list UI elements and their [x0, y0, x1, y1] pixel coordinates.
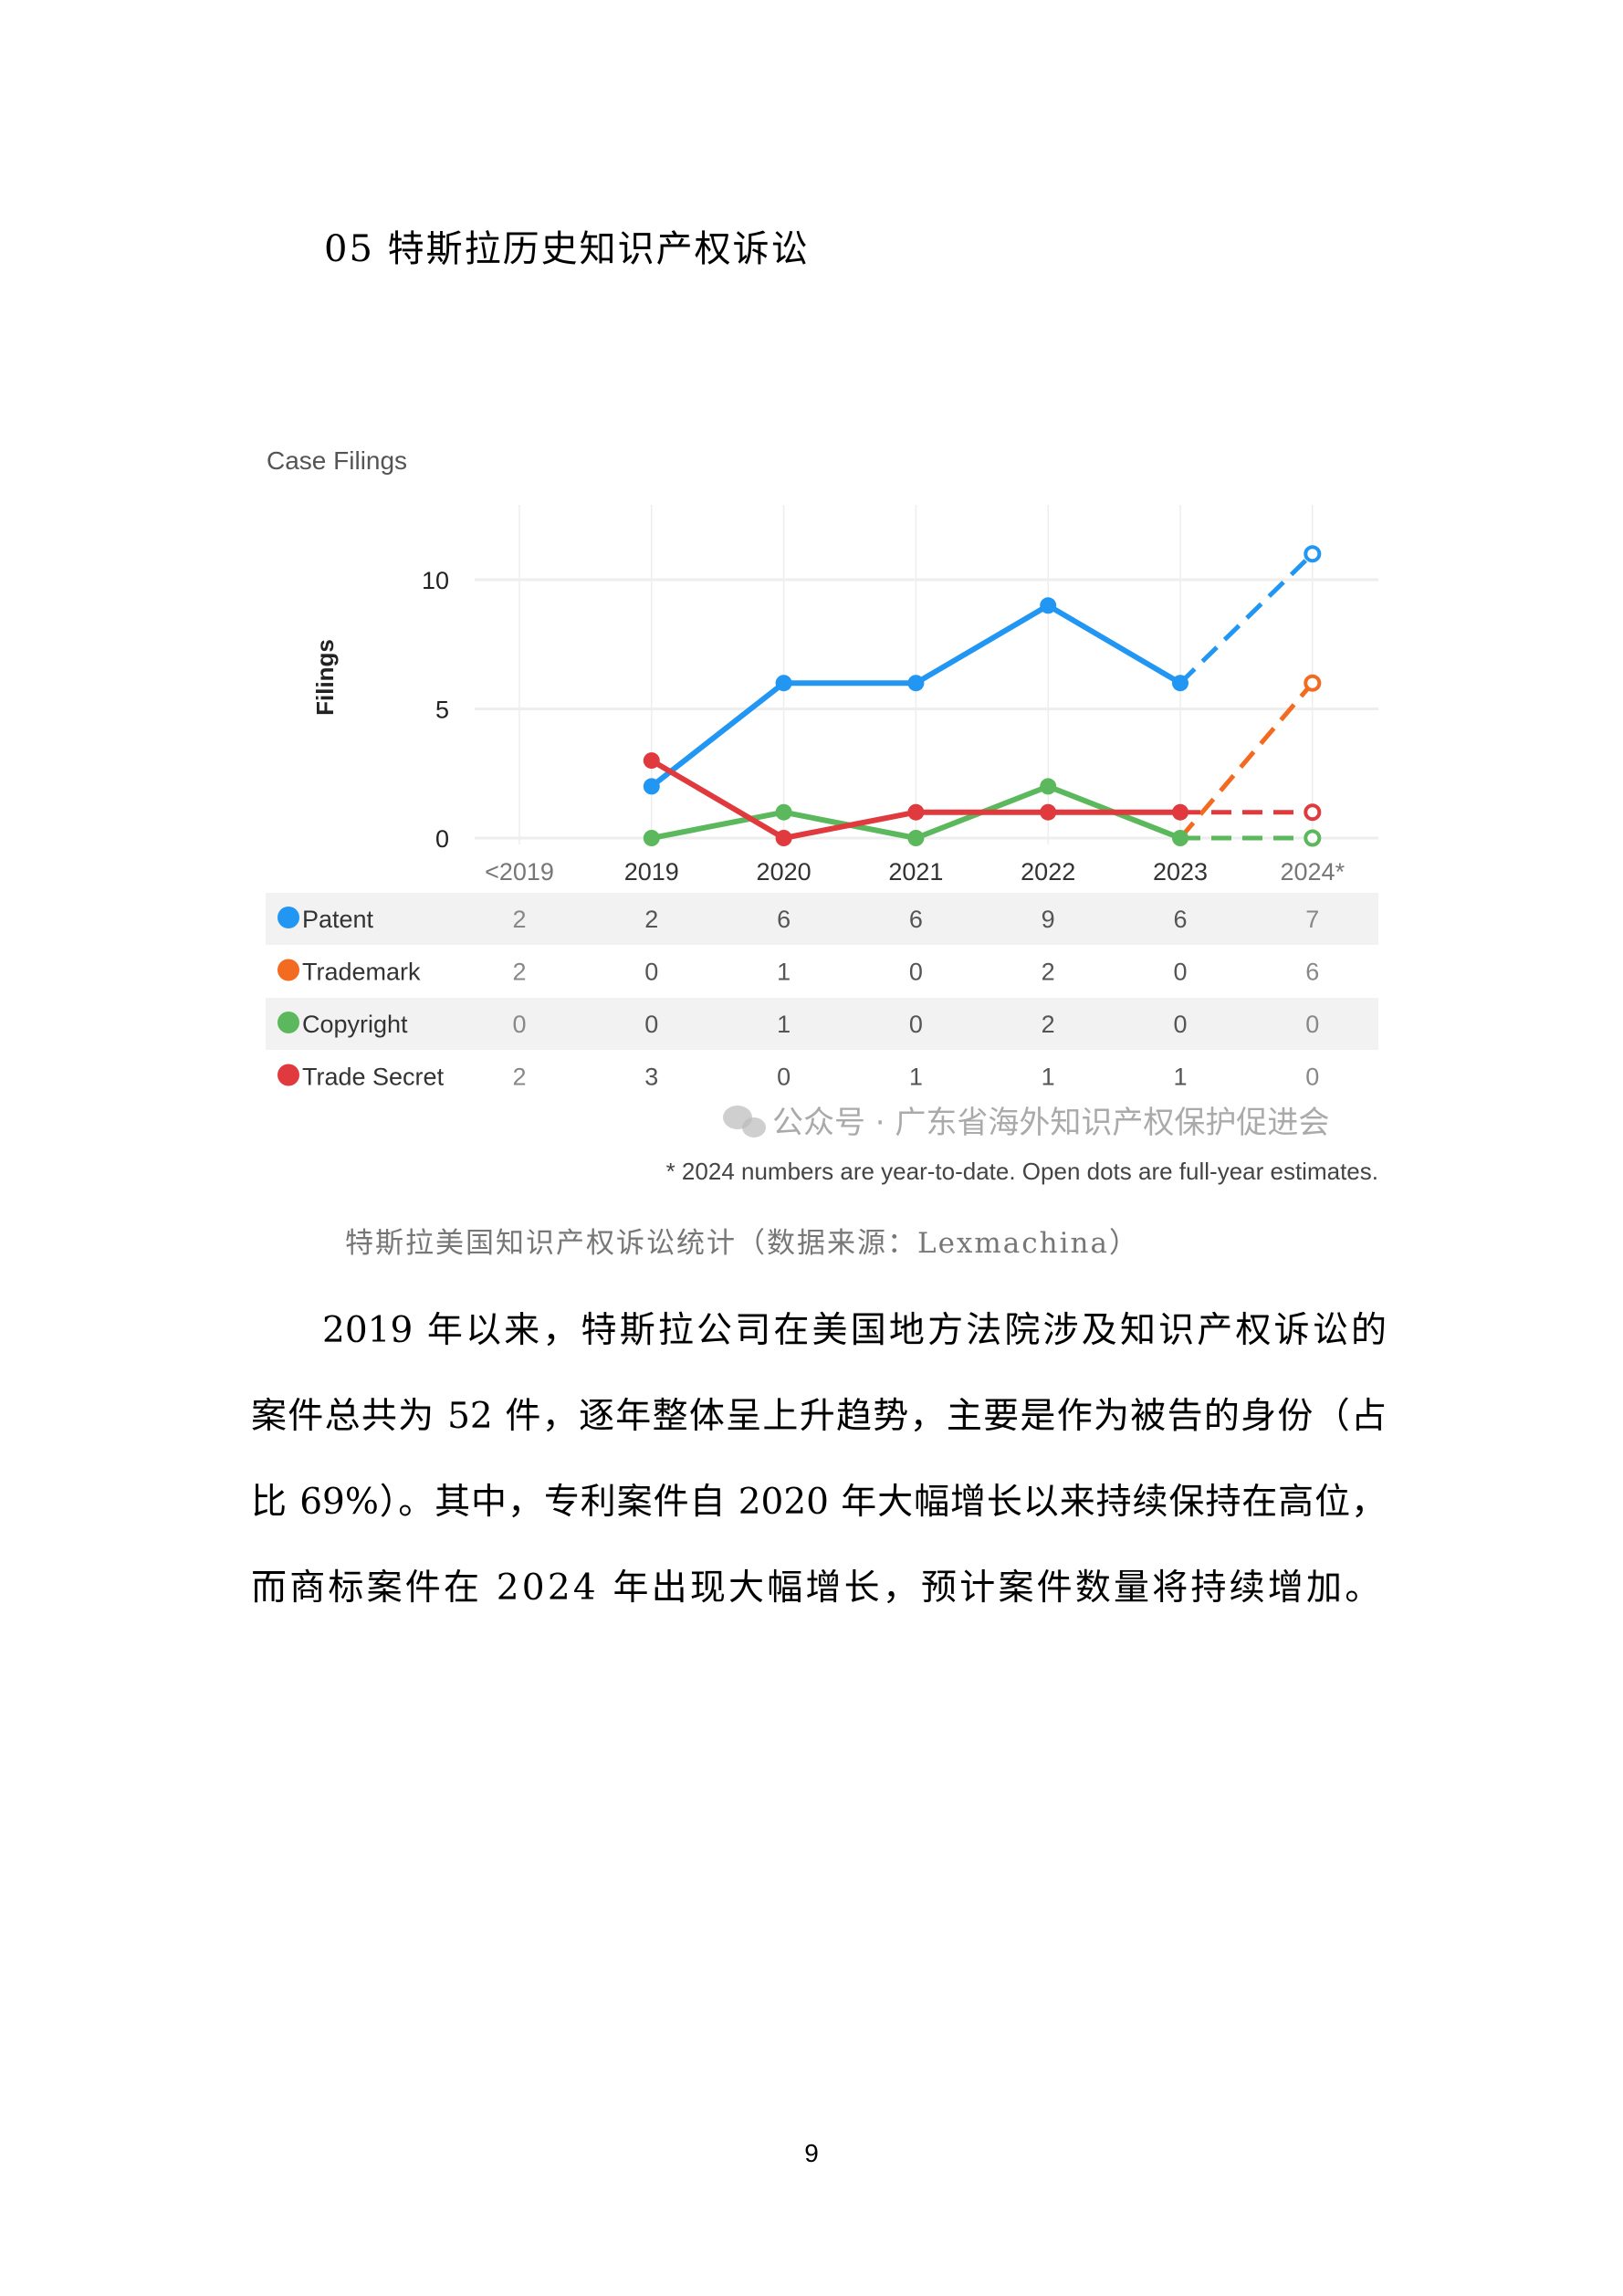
estimate-open-dot: [1304, 829, 1322, 847]
y-tick-label: 0: [435, 825, 449, 853]
data-point: [1040, 778, 1057, 795]
data-point: [775, 675, 792, 692]
wechat-icon: [742, 1117, 766, 1138]
paragraph-line: 比 69%）。其中，专利案件自 2020 年大幅增长以来持续保持在高位，: [251, 1482, 1387, 1523]
data-point: [907, 675, 925, 692]
watermark-text: 公众号 · 广东省海外知识产权保护促进会: [772, 1105, 1329, 1141]
table-cell: 3: [644, 1064, 658, 1091]
chart-title: Case Filings: [267, 446, 407, 475]
estimate-dashed-line: [1178, 551, 1314, 685]
data-point: [1040, 597, 1057, 614]
data-point: [775, 803, 792, 821]
table-cell: 0: [1305, 1011, 1319, 1038]
data-point: [643, 752, 660, 770]
table-cell: 2: [512, 959, 526, 986]
y-tick-label: 10: [422, 567, 449, 594]
table-cell: 6: [1305, 959, 1319, 986]
data-point: [907, 803, 925, 821]
series-label: Copyright: [302, 1011, 408, 1038]
table-cell: 0: [644, 959, 658, 986]
y-axis-label: Filings: [311, 639, 339, 716]
body-paragraph: 2019 年以来，特斯拉公司在美国地方法院涉及知识产权诉讼的 案件总共为 52 …: [251, 1288, 1387, 1631]
paragraph-line: 2019 年以来，特斯拉公司在美国地方法院涉及知识产权诉讼的: [322, 1310, 1387, 1351]
x-tick-label: 2019: [624, 858, 679, 886]
table-cell: 0: [1173, 1011, 1187, 1038]
data-point: [1172, 830, 1188, 846]
table-cell: 7: [1305, 906, 1319, 933]
paragraph-line: 而商标案件在 2024 年出现大幅增长，预计案件数量将持续增加。: [251, 1567, 1384, 1609]
legend-dot: [277, 907, 299, 928]
table-cell: 2: [1042, 959, 1055, 986]
table-cell: 1: [777, 959, 791, 986]
x-tick-label: <2019: [485, 858, 554, 886]
x-tick-label: 2024*: [1281, 858, 1346, 886]
table-row-background: [266, 998, 1378, 1050]
data-point: [643, 830, 660, 846]
table-cell: 1: [1042, 1064, 1055, 1091]
data-point: [1040, 803, 1057, 821]
series-label: Trademark: [302, 959, 421, 986]
table-cell: 6: [777, 906, 791, 933]
section-heading: 05 特斯拉历史知识产权诉讼: [324, 228, 810, 270]
chart-footnote: * 2024 numbers are year-to-date. Open do…: [666, 1158, 1378, 1185]
y-tick-label: 5: [435, 697, 449, 724]
data-point: [1172, 803, 1188, 821]
table-cell: 2: [512, 1064, 526, 1091]
data-point: [643, 778, 660, 795]
paragraph-line: 案件总共为 52 件，逐年整体呈上升趋势，主要是作为被告的身份（占: [251, 1396, 1387, 1437]
table-cell: 0: [512, 1011, 526, 1038]
x-tick-label: 2022: [1021, 858, 1075, 886]
figure-caption: 特斯拉美国知识产权诉讼统计（数据来源：Lexmachina）: [345, 1227, 1139, 1260]
x-tick-label: 2021: [888, 858, 943, 886]
table-cell: 2: [512, 906, 526, 933]
table-cell: 1: [1173, 1064, 1187, 1091]
data-point: [1172, 675, 1188, 692]
table-cell: 0: [1173, 959, 1187, 986]
legend-dot: [277, 959, 299, 981]
series-label: Trade Secret: [302, 1064, 445, 1091]
x-tick-label: 2020: [757, 858, 812, 886]
estimate-dashed-line: [1178, 681, 1314, 840]
estimate-open-dot: [1304, 803, 1322, 822]
data-point: [775, 830, 792, 846]
data-point: [907, 830, 925, 846]
table-cell: 1: [777, 1011, 791, 1038]
estimate-open-dot: [1304, 674, 1322, 692]
table-cell: 9: [1042, 906, 1055, 933]
table-cell: 2: [644, 906, 658, 933]
table-cell: 0: [644, 1011, 658, 1038]
estimate-open-dot: [1304, 545, 1322, 563]
table-cell: 6: [1173, 906, 1187, 933]
table-cell: 0: [1305, 1064, 1319, 1091]
table-cell: 0: [909, 959, 923, 986]
table-cell: 6: [909, 906, 923, 933]
legend-dot: [277, 1064, 299, 1086]
page-number: 9: [804, 2139, 819, 2167]
table-row-background: [266, 893, 1378, 945]
legend-dot: [277, 1012, 299, 1033]
table-cell: 0: [777, 1064, 791, 1091]
table-cell: 1: [909, 1064, 923, 1091]
x-tick-label: 2023: [1153, 858, 1208, 886]
series-label: Patent: [302, 906, 374, 933]
table-cell: 2: [1042, 1011, 1055, 1038]
table-cell: 0: [909, 1011, 923, 1038]
